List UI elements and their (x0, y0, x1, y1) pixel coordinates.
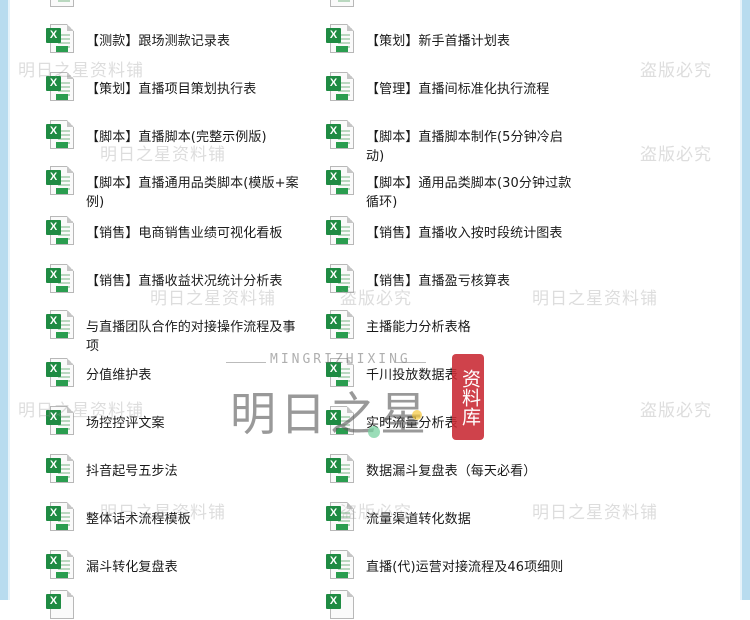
file-item[interactable]: X 场控控评文案 (46, 406, 300, 436)
excel-file-icon: X (326, 264, 356, 294)
file-item[interactable]: X 流量渠道转化数据 (326, 502, 580, 532)
file-item[interactable]: X 实时流量分析表 (326, 406, 580, 436)
file-item[interactable]: X 数据漏斗复盘表（每天必看） (326, 454, 580, 484)
file-item[interactable]: X 【销售】直播收入按时段统计图表 (326, 216, 580, 246)
file-name: 主播能力分析表格 (366, 320, 471, 335)
excel-file-icon: X (46, 72, 76, 102)
excel-file-icon: X (326, 502, 356, 532)
excel-file-icon: X (46, 264, 76, 294)
file-icon-partial-bottom: X (326, 590, 356, 619)
file-name: 分值维护表 (86, 368, 152, 383)
excel-file-icon: X (326, 358, 356, 388)
excel-file-icon: X (46, 550, 76, 580)
file-name: 【策划】直播项目策划执行表 (86, 82, 257, 97)
file-item[interactable]: X 抖音起号五步法 (46, 454, 300, 484)
file-name: 实时流量分析表 (366, 416, 458, 431)
file-item[interactable]: X 【销售】直播收益状况统计分析表 (46, 264, 300, 294)
excel-file-icon: X (326, 72, 356, 102)
excel-file-icon: X (326, 216, 356, 246)
file-name: 抖音起号五步法 (86, 464, 178, 479)
file-name: 【脚本】通用品类脚本(30分钟过款循环) (366, 176, 572, 210)
file-item[interactable]: X 【脚本】直播脚本(完整示例版) (46, 120, 300, 150)
excel-file-icon: X (46, 120, 76, 150)
file-item[interactable]: X 千川投放数据表 (326, 358, 580, 388)
file-name: 【销售】电商销售业绩可视化看板 (86, 226, 283, 241)
file-item[interactable]: X 【测款】跟场测款记录表 (46, 24, 300, 54)
excel-file-icon: X (46, 406, 76, 436)
file-name: 千川投放数据表 (366, 368, 458, 383)
file-item[interactable]: X 主播能力分析表格 (326, 310, 580, 340)
file-name: 【管理】直播间标准化执行流程 (366, 82, 550, 97)
file-icon-partial-top (326, 0, 356, 8)
file-name: 【销售】直播收入按时段统计图表 (366, 226, 563, 241)
file-item[interactable]: X 分值维护表 (46, 358, 300, 388)
left-frame-border (0, 0, 10, 600)
excel-file-icon: X (326, 310, 356, 340)
file-name: 流量渠道转化数据 (366, 512, 471, 527)
file-item[interactable]: X 【策划】直播项目策划执行表 (46, 72, 300, 102)
watermark-piracy: 盗版必究 (640, 401, 712, 421)
file-item[interactable]: X 整体话术流程模板 (46, 502, 300, 532)
file-item[interactable]: X 与直播团队合作的对接操作流程及事项 (46, 310, 300, 356)
excel-file-icon: X (46, 24, 76, 54)
file-name: 漏斗转化复盘表 (86, 560, 178, 575)
file-name: 整体话术流程模板 (86, 512, 191, 527)
excel-file-icon: X (46, 358, 76, 388)
watermark-piracy: 盗版必究 (640, 145, 712, 165)
file-item[interactable]: X 漏斗转化复盘表 (46, 550, 300, 580)
file-item[interactable]: X 【销售】电商销售业绩可视化看板 (46, 216, 300, 246)
file-item[interactable]: X 【管理】直播间标准化执行流程 (326, 72, 580, 102)
file-icon-partial-top (46, 0, 76, 8)
file-item[interactable]: X 【脚本】直播脚本制作(5分钟冷启动) (326, 120, 580, 166)
excel-file-icon: X (326, 166, 356, 196)
file-name: 与直播团队合作的对接操作流程及事项 (86, 320, 296, 354)
file-item[interactable]: X 【脚本】通用品类脚本(30分钟过款循环) (326, 166, 580, 212)
excel-file-icon: X (326, 406, 356, 436)
excel-file-icon: X (46, 502, 76, 532)
watermark-piracy: 盗版必究 (640, 61, 712, 81)
excel-file-icon: X (46, 310, 76, 340)
file-item[interactable]: X 【脚本】直播通用品类脚本(模版+案例) (46, 166, 300, 212)
excel-file-icon: X (326, 550, 356, 580)
file-item[interactable]: X 【策划】新手首播计划表 (326, 24, 580, 54)
file-name: 【销售】直播盈亏核算表 (366, 274, 511, 289)
file-name: 【测款】跟场测款记录表 (86, 34, 231, 49)
file-item[interactable]: X 直播(代)运营对接流程及46项细则 (326, 550, 580, 580)
file-name: 【脚本】直播通用品类脚本(模版+案例) (86, 176, 299, 210)
excel-file-icon: X (46, 166, 76, 196)
file-name: 场控控评文案 (86, 416, 165, 431)
right-frame-border (740, 0, 750, 600)
file-item[interactable]: X 【销售】直播盈亏核算表 (326, 264, 580, 294)
file-name: 【脚本】直播脚本(完整示例版) (86, 130, 267, 145)
file-name: 直播(代)运营对接流程及46项细则 (366, 560, 564, 575)
file-name: 【销售】直播收益状况统计分析表 (86, 274, 283, 289)
excel-file-icon: X (46, 216, 76, 246)
file-name: 【策划】新手首播计划表 (366, 34, 511, 49)
file-name: 数据漏斗复盘表（每天必看） (366, 464, 537, 479)
excel-file-icon: X (46, 454, 76, 484)
file-icon-partial-bottom: X (46, 590, 76, 619)
file-name: 【脚本】直播脚本制作(5分钟冷启动) (366, 130, 563, 164)
excel-file-icon: X (326, 24, 356, 54)
excel-file-icon: X (326, 454, 356, 484)
excel-file-icon: X (326, 120, 356, 150)
